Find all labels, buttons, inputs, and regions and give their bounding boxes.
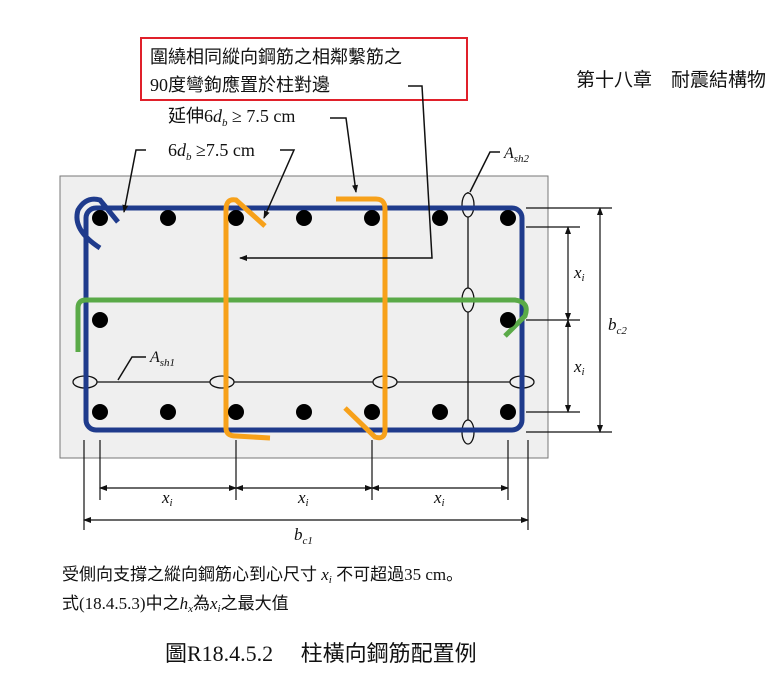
xi-label-right-2: xi [573, 357, 585, 378]
note-line1: 受側向支撐之縱向鋼筋心到心尺寸 xi 不可超過35 cm。 [62, 565, 463, 586]
callout-line1: 圍繞相同縱向鋼筋之相鄰繫筋之 [150, 47, 402, 67]
callout-line2: 90度彎鉤應置於柱對邊 [150, 74, 330, 95]
tie-orange-left [223, 197, 271, 441]
xi-label-right-1: xi [573, 263, 585, 284]
bc2-label: bc2 [608, 315, 627, 337]
xi-label-bottom-3: xi [433, 488, 445, 509]
ash2-label: Ash2 [503, 145, 530, 165]
extension-label: 延伸6db ≥ 7.5 cm [168, 106, 295, 129]
hook-length-label: 6db ≥7.5 cm [168, 140, 255, 163]
longitudinal-bars [92, 210, 516, 420]
bottom-dimensions [83, 440, 529, 530]
note-line2: 式(18.4.5.3)中之hx為xi之最大值 [62, 594, 289, 615]
hoop-135-hook [74, 196, 120, 251]
bc1-label: bc1 [294, 525, 313, 547]
xi-label-bottom-1: xi [161, 488, 173, 509]
right-dimensions [526, 207, 612, 433]
tie-orange-right [336, 196, 388, 441]
xi-label-bottom-2: xi [297, 488, 309, 509]
callout-box [140, 37, 468, 101]
crosstie-green [75, 297, 529, 352]
figure-caption: 圖R18.4.5.2 柱橫向鋼筋配置例 [165, 641, 477, 666]
ash1-label: Ash1 [149, 349, 175, 369]
chapter-title: 第十八章 耐震結構物 [576, 69, 766, 91]
leader-lines [117, 85, 500, 381]
